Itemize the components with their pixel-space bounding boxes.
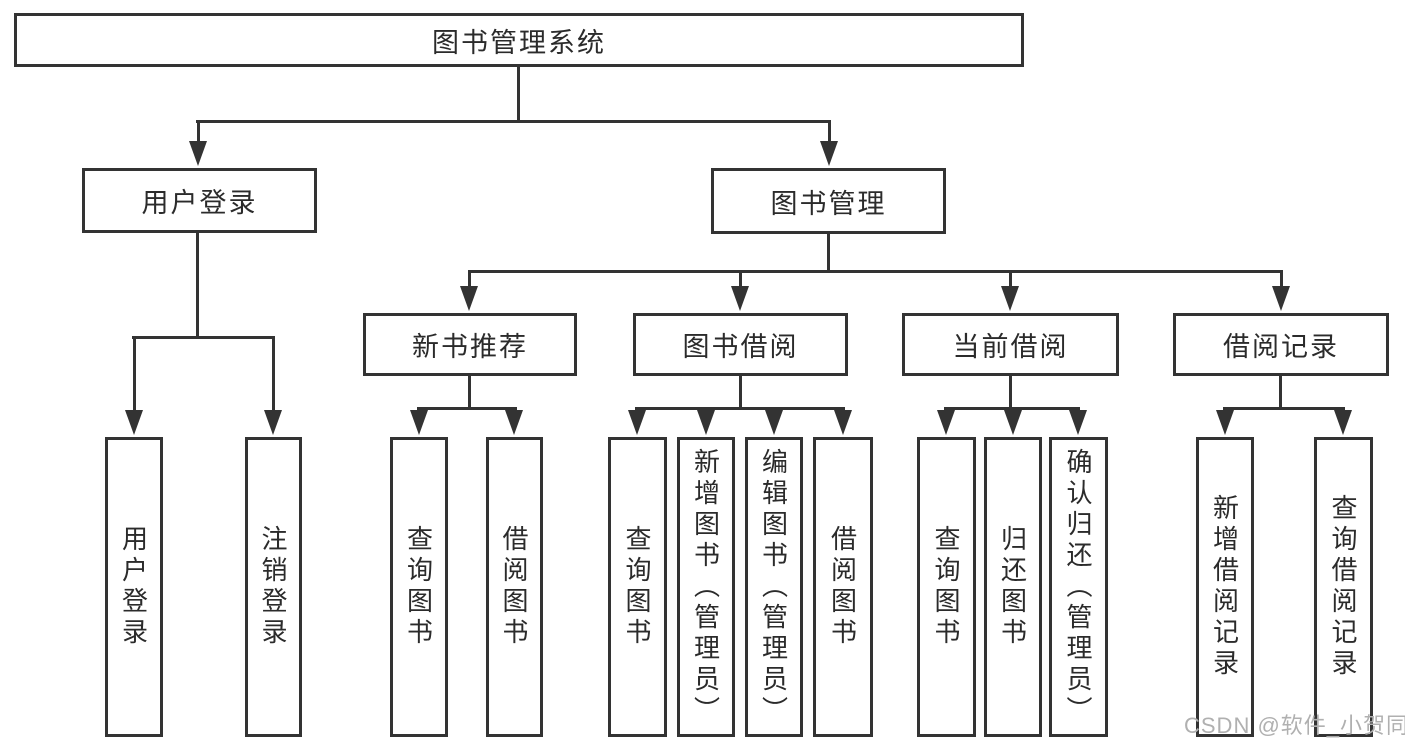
node-label: 注销登录 [258, 525, 288, 649]
arrow-down-icon [264, 410, 282, 435]
connector-line [739, 376, 742, 410]
node-leaf-query-books-rec: 查询图书 [390, 437, 448, 737]
connector-line [635, 407, 845, 410]
node-leaf-borrow-books: 借阅图书 [813, 437, 873, 737]
node-label: 用户登录 [141, 188, 258, 218]
node-label: 用户登录 [118, 525, 149, 649]
connector-line [132, 336, 275, 339]
connector-arrow-stem [828, 120, 831, 148]
node-label: 新增图书（管理员） [690, 447, 721, 727]
arrow-down-icon [1004, 410, 1022, 435]
arrow-down-icon [628, 410, 646, 435]
arrow-down-icon [1069, 410, 1087, 435]
node-new-book-recommend: 新书推荐 [363, 313, 577, 376]
node-label: 查询图书 [931, 525, 961, 649]
arrow-down-icon [765, 410, 783, 435]
node-label: 查询借阅记录 [1328, 494, 1358, 680]
arrow-down-icon [1272, 286, 1290, 311]
arrow-down-icon [189, 141, 207, 166]
connector-arrow-stem [272, 336, 275, 417]
arrow-down-icon [937, 410, 955, 435]
node-label: 借阅图书 [827, 525, 858, 649]
csdn-watermark: CSDN @软件_小贺同学 [1184, 713, 1405, 738]
connector-line [468, 376, 471, 410]
node-label: 图书管理系统 [432, 27, 606, 58]
node-label: 新书推荐 [412, 332, 528, 362]
node-label: 确认归还（管理员） [1063, 447, 1093, 727]
node-leaf-return-books: 归还图书 [984, 437, 1042, 737]
connector-arrow-stem [197, 120, 200, 148]
node-label: 借阅图书 [499, 525, 529, 649]
node-label: 新增借阅记录 [1209, 494, 1240, 680]
arrow-down-icon [834, 410, 852, 435]
node-label: 图书借阅 [682, 332, 799, 362]
node-book-management: 图书管理 [711, 168, 946, 234]
arrow-down-icon [1216, 410, 1234, 435]
node-leaf-add-borrow-record: 新增借阅记录 [1196, 437, 1254, 737]
node-label: 当前借阅 [952, 332, 1069, 362]
node-label: 查询图书 [403, 525, 434, 649]
node-current-borrowing: 当前借阅 [902, 313, 1119, 376]
node-label: 查询图书 [622, 525, 652, 649]
node-leaf-query-books-current: 查询图书 [917, 437, 976, 737]
arrow-down-icon [731, 286, 749, 311]
node-leaf-add-books-admin: 新增图书（管理员） [677, 437, 735, 737]
arrow-down-icon [820, 141, 838, 166]
connector-line [1279, 376, 1282, 410]
node-leaf-query-books-borrow: 查询图书 [608, 437, 667, 737]
node-leaf-borrow-books-rec: 借阅图书 [486, 437, 543, 737]
connector-line [196, 233, 199, 339]
node-label: 归还图书 [997, 525, 1028, 649]
node-label: 借阅记录 [1223, 332, 1339, 362]
arrow-down-icon [505, 410, 523, 435]
node-system-root: 图书管理系统 [14, 13, 1024, 67]
connector-line [417, 407, 517, 410]
node-book-borrowing: 图书借阅 [633, 313, 848, 376]
arrow-down-icon [1334, 410, 1352, 435]
connector-line [1223, 407, 1345, 410]
arrow-down-icon [410, 410, 428, 435]
node-leaf-edit-books-admin: 编辑图书（管理员） [745, 437, 803, 737]
node-leaf-query-borrow-record: 查询借阅记录 [1314, 437, 1373, 737]
node-user-login: 用户登录 [82, 168, 317, 233]
connector-line [827, 234, 830, 273]
connector-arrow-stem [1009, 270, 1012, 293]
connector-line [196, 120, 831, 123]
connector-arrow-stem [1280, 270, 1283, 293]
node-borrowing-records: 借阅记录 [1173, 313, 1389, 376]
node-leaf-user-login: 用户登录 [105, 437, 163, 737]
connector-line [517, 67, 520, 123]
node-leaf-logout: 注销登录 [245, 437, 302, 737]
node-label: 图书管理 [770, 188, 887, 219]
node-leaf-confirm-return: 确认归还（管理员） [1049, 437, 1108, 737]
connector-line [468, 270, 1283, 273]
connector-line [1009, 376, 1012, 410]
arrow-down-icon [125, 410, 143, 435]
node-label: 编辑图书（管理员） [758, 447, 789, 727]
connector-arrow-stem [133, 336, 136, 417]
arrow-down-icon [1001, 286, 1019, 311]
arrow-down-icon [460, 286, 478, 311]
arrow-down-icon [697, 410, 715, 435]
connector-arrow-stem [739, 270, 742, 293]
connector-arrow-stem [468, 270, 471, 293]
